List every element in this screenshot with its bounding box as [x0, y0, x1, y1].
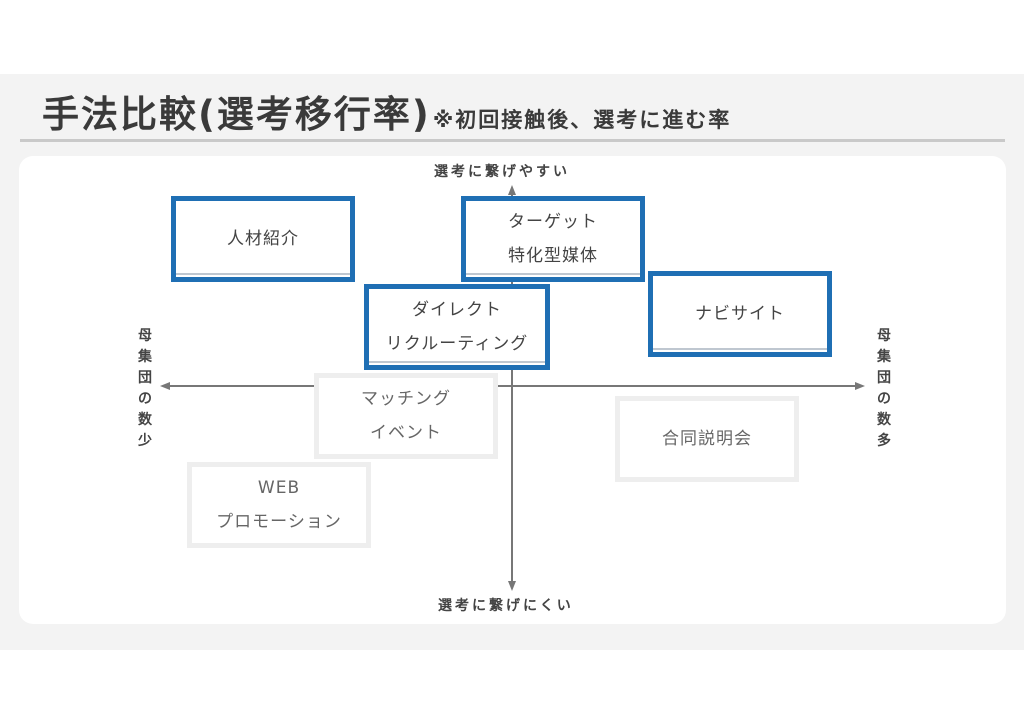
method-line: WEB — [257, 478, 301, 498]
title-note: ※初回接触後、選考に進む率 — [432, 108, 732, 132]
axis-top-label: 選考に繋げやすい — [434, 164, 570, 180]
method-line: 合同説明会 — [662, 429, 752, 449]
page-title: 手法比較(選考移行率) ※初回接触後、選考に進む率 — [42, 84, 732, 136]
method-line: 人材紹介 — [227, 229, 299, 249]
method-matching-event: マッチング イベント — [314, 373, 498, 459]
method-direct-recruiting: ダイレクト リクルーティング — [364, 284, 550, 370]
title-divider — [20, 139, 1005, 142]
method-line: マッチング — [361, 389, 451, 409]
method-navi-site: ナビサイト — [648, 271, 832, 357]
method-target-media: ターゲット 特化型媒体 — [461, 196, 645, 282]
axis-left-label: 母集団の数少 — [138, 328, 152, 449]
method-line: ナビサイト — [695, 304, 785, 324]
method-line: リクルーティング — [385, 334, 529, 354]
axis-bottom-label: 選考に繋げにくい — [438, 598, 574, 614]
method-line: プロモーション — [216, 512, 342, 532]
method-line: イベント — [370, 423, 442, 443]
method-line: ダイレクト — [412, 300, 502, 320]
method-line: 特化型媒体 — [508, 246, 598, 266]
method-web-promotion: WEB プロモーション — [187, 462, 371, 548]
method-recruitment-agency: 人材紹介 — [171, 196, 355, 282]
axis-right-label: 母集団の数多 — [877, 328, 891, 449]
title-main: 手法比較(選考移行率) — [42, 93, 431, 136]
method-joint-seminar: 合同説明会 — [615, 396, 799, 482]
method-line: ターゲット — [508, 212, 598, 232]
